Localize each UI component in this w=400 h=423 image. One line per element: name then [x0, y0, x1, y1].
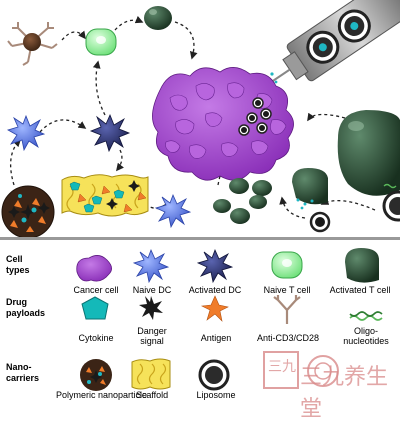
category-drug-payloads-line1: Drug — [6, 297, 27, 307]
legend-divider — [0, 237, 400, 240]
legend-scaffold-icon — [131, 358, 171, 390]
category-nano-carriers-line2: carriers — [6, 373, 40, 383]
arrow-liposome-to-t — [320, 197, 376, 211]
syringe — [262, 0, 400, 89]
arrow-polymer-to-naive-dc — [9, 138, 22, 186]
label-anti-cd3-cd28: Anti-CD3/CD28 — [256, 333, 320, 343]
activated-t-cell-large — [337, 110, 400, 196]
label-cytokine: Cytokine — [78, 333, 114, 343]
arrow-bigt-to-tumor — [307, 112, 346, 122]
category-cell-types-line1: Cell — [6, 254, 23, 264]
label-naive-dc: Naive DC — [132, 285, 172, 295]
legend-oligonucleotides-icon — [349, 311, 383, 321]
legend-danger-signal-icon — [139, 296, 163, 320]
label-cancer-cell: Cancer cell — [73, 285, 119, 295]
activated-t-cell-top — [144, 6, 172, 30]
tumor-mass — [152, 67, 294, 181]
syringe-liposomes — [306, 9, 371, 64]
arrow-naive-dc-to-activated — [39, 119, 87, 133]
legend-antigen-icon — [200, 295, 229, 322]
legend-naive-t-cell-icon — [271, 251, 303, 279]
watermark-stamp-text: 三九 — [268, 359, 296, 375]
naive-dc-scaffold — [154, 193, 192, 229]
category-cell-types-line2: types — [6, 265, 30, 275]
label-oligonucleotides-line2: nucleotides — [343, 336, 389, 346]
category-cell-types: Cell types — [6, 254, 30, 276]
scaffold-scene — [61, 174, 149, 217]
antigen-presenting-cell — [7, 22, 58, 66]
label-activated-t-cell: Activated T cell — [329, 285, 391, 295]
arrow-scaffold-to-dc — [116, 149, 124, 172]
legend-activated-dc-icon — [196, 248, 234, 284]
label-danger-signal-line1: Danger — [137, 326, 167, 336]
activated-t-cell-release — [292, 168, 328, 210]
polymeric-nanoparticle-scene — [1, 185, 55, 239]
arrow-naive-t-to-activated-t — [114, 15, 144, 31]
watermark-logo — [263, 351, 339, 389]
arrow-scaffold-to-naive-t — [61, 30, 86, 41]
activated-dc-scene — [89, 113, 131, 153]
category-drug-payloads: Drug payloads — [6, 297, 45, 319]
label-polymeric-nanoparticle: Polymeric nanoparticle — [56, 390, 148, 400]
anti-cd3-cd28-antennae — [7, 22, 58, 66]
arrow-activated-dc-up — [92, 60, 106, 116]
arrow-activated-t-to-tumor — [174, 21, 198, 60]
label-danger-signal: Danger signal — [126, 326, 178, 346]
category-nano-carriers-line1: Nano- — [6, 362, 32, 372]
legend-activated-t-cell-icon — [345, 248, 379, 283]
liposome-scene — [309, 211, 331, 233]
legend-polymeric-nanoparticle-icon — [80, 359, 112, 391]
tumor-liposomes — [238, 97, 272, 136]
label-oligonucleotides-line1: Oligo- — [353, 326, 378, 336]
diagram-canvas — [1, 0, 400, 239]
naive-dc-scene — [6, 114, 46, 152]
legend-icons — [76, 248, 383, 391]
legend-naive-dc-icon — [132, 248, 170, 284]
label-oligonucleotides: Oligo- nucleotides — [336, 326, 396, 346]
pathway-scene — [1, 0, 400, 239]
liposome-right-edge — [382, 183, 400, 222]
label-scaffold: Scaffold — [135, 390, 169, 400]
label-antigen: Antigen — [200, 333, 232, 343]
naive-t-cell-top — [85, 28, 117, 56]
watermark-text: 三九养生堂 — [300, 365, 389, 422]
legend-cancer-cell-icon — [76, 255, 112, 282]
label-naive-t-cell: Naive T cell — [263, 285, 311, 295]
label-liposome: Liposome — [196, 390, 236, 400]
legend-cytokine-icon — [81, 296, 109, 320]
label-activated-dc: Activated DC — [188, 285, 242, 295]
legend-anti-cd3-cd28-icon — [273, 295, 301, 324]
label-danger-signal-line2: signal — [140, 336, 164, 346]
arrow-liposome-loop — [279, 196, 306, 219]
legend-liposome-icon — [198, 359, 230, 391]
activated-t-cluster — [213, 178, 272, 224]
category-nano-carriers: Nano- carriers — [6, 362, 39, 384]
category-drug-payloads-line2: payloads — [6, 308, 46, 318]
